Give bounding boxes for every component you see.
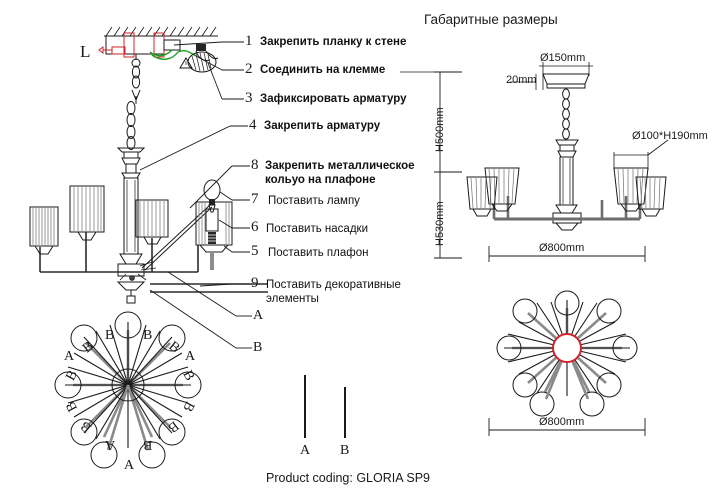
exploded-lamp-detail <box>195 179 233 270</box>
step-label-2: Соединить на клемме <box>260 64 386 76</box>
ceiling-mount-detail <box>98 26 219 104</box>
chandelier-elevation-right <box>466 62 669 262</box>
step-number-8: 8 <box>251 157 259 173</box>
plan-view-right <box>488 290 646 436</box>
step-number-9: 9 <box>251 275 259 291</box>
step-label-3: Зафиксировать арматуру <box>260 93 407 105</box>
dimension-shade-size: Ø100*H190mm <box>632 130 708 142</box>
height-dimension-lines <box>400 71 462 259</box>
callout-letter-b: B <box>253 340 263 355</box>
product-coding-label: Product coding: GLORIA SP9 <box>266 471 430 485</box>
step-number-5: 5 <box>251 243 259 259</box>
step-number-7: 7 <box>251 191 259 207</box>
plan-letter-a-3: A <box>124 458 135 473</box>
step-label-6: Поставить насадки <box>266 223 368 235</box>
step-number-3: 3 <box>245 90 253 106</box>
plan-letter-b-11: A <box>105 437 116 452</box>
step-number-1: 1 <box>245 33 253 49</box>
rod-legend-b: B <box>340 443 350 458</box>
wall-label-l: L <box>80 42 91 61</box>
step-label-8: Закрепить металлическое кольуо на плафон… <box>265 160 415 187</box>
dimensions-title: Габаритные размеры <box>424 12 558 27</box>
plan-letter-b-2: B <box>143 328 153 343</box>
plan-letter-a-2: A <box>185 349 196 364</box>
dimension-canopy-diameter: Ø150mm <box>540 52 586 64</box>
shade-group-left <box>29 185 169 255</box>
dimension-canopy-thickness: 20mm <box>506 74 537 86</box>
leader-lines <box>139 41 252 349</box>
dimension-height-lower: H530mm <box>434 201 446 246</box>
step-label-9: Поставить декоративные элементы <box>266 279 401 306</box>
rod-legend-shapes <box>304 375 346 438</box>
plan-letter-b-12: B <box>143 437 153 452</box>
step-number-4: 4 <box>249 117 257 133</box>
chandelier-elevation-left <box>29 101 268 304</box>
step-label-1: Закрепить планку к стене <box>260 36 407 48</box>
plan-letter-b-1: B <box>105 328 115 343</box>
step-label-4: Закрепить арматуру <box>264 120 381 132</box>
step-number-6: 6 <box>251 219 259 235</box>
step-number-2: 2 <box>245 61 253 77</box>
dimension-height-upper: H500mm <box>434 107 446 152</box>
dimension-spread-plan: Ø800mm <box>539 416 585 428</box>
callout-letter-a: A <box>253 308 264 323</box>
plan-letter-a-1: A <box>64 349 75 364</box>
step-label-5: Поставить плафон <box>268 247 369 259</box>
step-label-7: Поставить лампу <box>268 195 360 207</box>
dimension-spread-elevation: Ø800mm <box>539 242 585 254</box>
rod-legend-a: A <box>300 443 311 458</box>
plan-view-left <box>54 311 202 469</box>
